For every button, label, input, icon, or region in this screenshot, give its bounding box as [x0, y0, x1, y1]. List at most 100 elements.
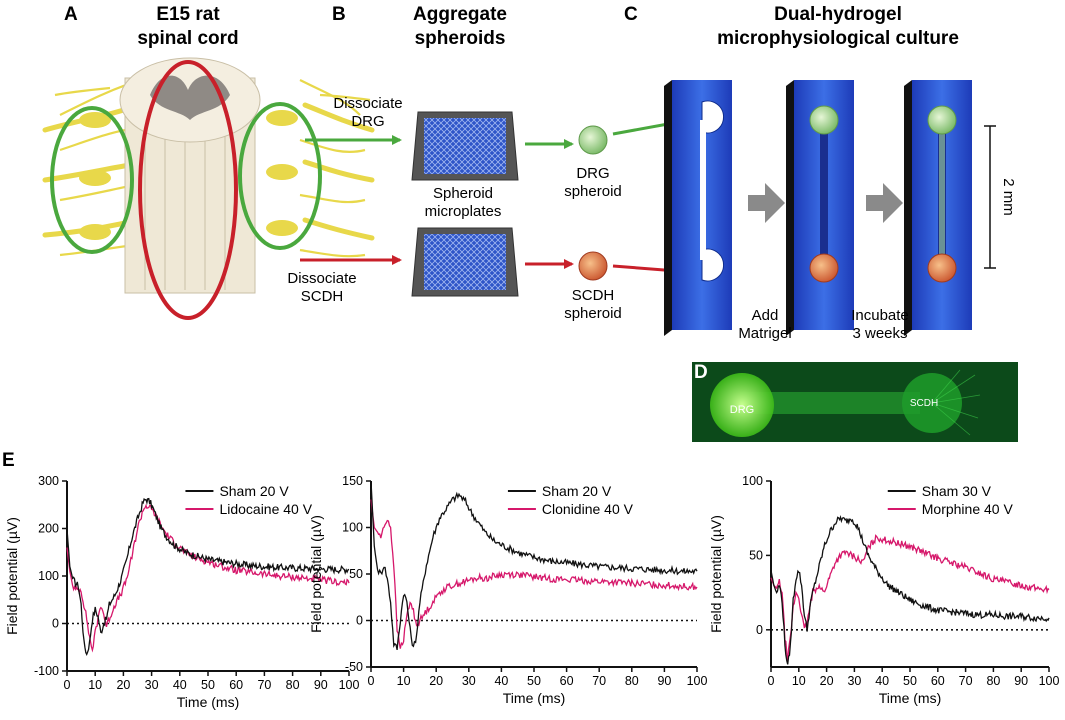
- y-tick-label: 100: [342, 521, 363, 535]
- y-tick-label: 300: [38, 474, 59, 488]
- y-tick-label: 150: [342, 474, 363, 488]
- y-tick-label: 200: [38, 522, 59, 536]
- arrow-add-matrigel: [748, 183, 785, 223]
- scdh-circle: [138, 60, 238, 320]
- x-tick-label: 0: [64, 678, 71, 692]
- microplate-bottom: [411, 227, 519, 297]
- series-line: [370, 499, 698, 649]
- x-tick-label: 10: [792, 674, 806, 688]
- x-tick-label: 70: [959, 674, 973, 688]
- y-tick-label: 100: [742, 474, 763, 488]
- y-axis-label: Field potential (µV): [308, 515, 324, 633]
- x-tick-label: 30: [847, 674, 861, 688]
- y-tick-label: -50: [345, 660, 363, 674]
- dissociate-scdh-line2: SCDH: [301, 288, 344, 305]
- y-tick-label: -100: [34, 664, 59, 678]
- arrow-incubate: [866, 183, 903, 223]
- y-tick-label: 0: [52, 617, 59, 631]
- x-tick-label: 80: [625, 674, 639, 688]
- x-axis-label: Time (ms): [503, 690, 565, 706]
- y-tick-label: 50: [349, 567, 363, 581]
- incubate-line1: Incubate: [851, 307, 909, 324]
- x-tick-label: 30: [462, 674, 476, 688]
- series-line: [66, 503, 350, 653]
- panel-a-title-line2: spinal cord: [137, 28, 238, 49]
- dissociate-drg-line1: Dissociate: [333, 95, 402, 112]
- x-tick-label: 20: [429, 674, 443, 688]
- panel-a-title-line1: E15 rat: [156, 4, 220, 25]
- y-axis-label: Field potential (µV): [4, 517, 20, 635]
- microplate-top: [411, 111, 519, 181]
- microplates-label-line1: Spheroid: [433, 185, 493, 202]
- spinal-cord-illustration: [42, 57, 375, 320]
- y-tick-label: 50: [749, 548, 763, 562]
- scale-bar: [984, 125, 996, 269]
- x-tick-label: 90: [1014, 674, 1028, 688]
- scale-bar-label: 2 mm: [1000, 178, 1017, 216]
- legend-label: Sham 20 V: [219, 483, 289, 499]
- y-axis-label: Field potential (µV): [708, 515, 724, 633]
- panel-b-letter: B: [332, 4, 346, 25]
- x-tick-label: 80: [986, 674, 1000, 688]
- series-line: [770, 534, 1050, 663]
- x-tick-label: 10: [88, 678, 102, 692]
- drg-spheroid-label-line2: spheroid: [564, 183, 622, 200]
- x-tick-label: 0: [768, 674, 775, 688]
- scdh-spheroid-label-line2: spheroid: [564, 305, 622, 322]
- x-tick-label: 70: [592, 674, 606, 688]
- x-tick-label: 50: [903, 674, 917, 688]
- legend-label: Clonidine 40 V: [542, 501, 634, 517]
- incubate-line2: 3 weeks: [852, 325, 907, 342]
- chip-empty: [664, 80, 732, 336]
- x-tick-label: 50: [527, 674, 541, 688]
- legend-label: Sham 30 V: [922, 483, 992, 499]
- x-axis-label: Time (ms): [177, 694, 239, 710]
- x-tick-label: 20: [116, 678, 130, 692]
- panel-d-scdh-label: SCDH: [910, 398, 938, 409]
- x-tick-label: 40: [875, 674, 889, 688]
- x-tick-label: 100: [339, 678, 360, 692]
- dissociate-scdh-line1: Dissociate: [287, 270, 356, 287]
- y-tick-label: 0: [756, 623, 763, 637]
- series-line: [770, 514, 1050, 665]
- add-matrigel-line2: Matrigel: [738, 325, 791, 342]
- drg-right-circle: [238, 102, 322, 250]
- drg-left-circle: [50, 106, 134, 254]
- panel-c-title-line2: microphysiological culture: [717, 28, 959, 49]
- panel-e-letter: E: [2, 450, 15, 471]
- fluorescence-image: [692, 362, 1018, 442]
- scdh-spheroid: [578, 251, 608, 281]
- chip-incubated: [904, 80, 972, 336]
- x-tick-label: 0: [368, 674, 375, 688]
- panel-a-letter: A: [64, 4, 78, 25]
- x-tick-label: 40: [494, 674, 508, 688]
- x-tick-label: 60: [560, 674, 574, 688]
- series-line: [370, 480, 698, 651]
- y-tick-label: 0: [356, 614, 363, 628]
- x-tick-label: 30: [145, 678, 159, 692]
- x-tick-label: 90: [657, 674, 671, 688]
- dissociate-drg-line2: DRG: [351, 113, 384, 130]
- panel-b-title-line2: spheroids: [415, 28, 506, 49]
- panel-b-title-line1: Aggregate: [413, 4, 507, 25]
- series-line: [66, 497, 350, 656]
- panel-c-letter: C: [624, 4, 638, 25]
- x-tick-label: 90: [314, 678, 328, 692]
- x-tick-label: 100: [687, 674, 708, 688]
- x-axis-label: Time (ms): [879, 690, 941, 706]
- x-tick-label: 80: [286, 678, 300, 692]
- chip-matrigel: [786, 80, 854, 336]
- y-tick-label: 100: [38, 569, 59, 583]
- panel-d-drg-label: DRG: [730, 404, 754, 416]
- scdh-spheroid-label-line1: SCDH: [572, 287, 615, 304]
- legend-label: Morphine 40 V: [922, 501, 1014, 517]
- x-tick-label: 20: [820, 674, 834, 688]
- x-tick-label: 100: [1039, 674, 1060, 688]
- x-tick-label: 60: [229, 678, 243, 692]
- drg-spheroid: [578, 125, 608, 155]
- panel-c-title-line1: Dual-hydrogel: [774, 4, 902, 25]
- x-tick-label: 70: [257, 678, 271, 692]
